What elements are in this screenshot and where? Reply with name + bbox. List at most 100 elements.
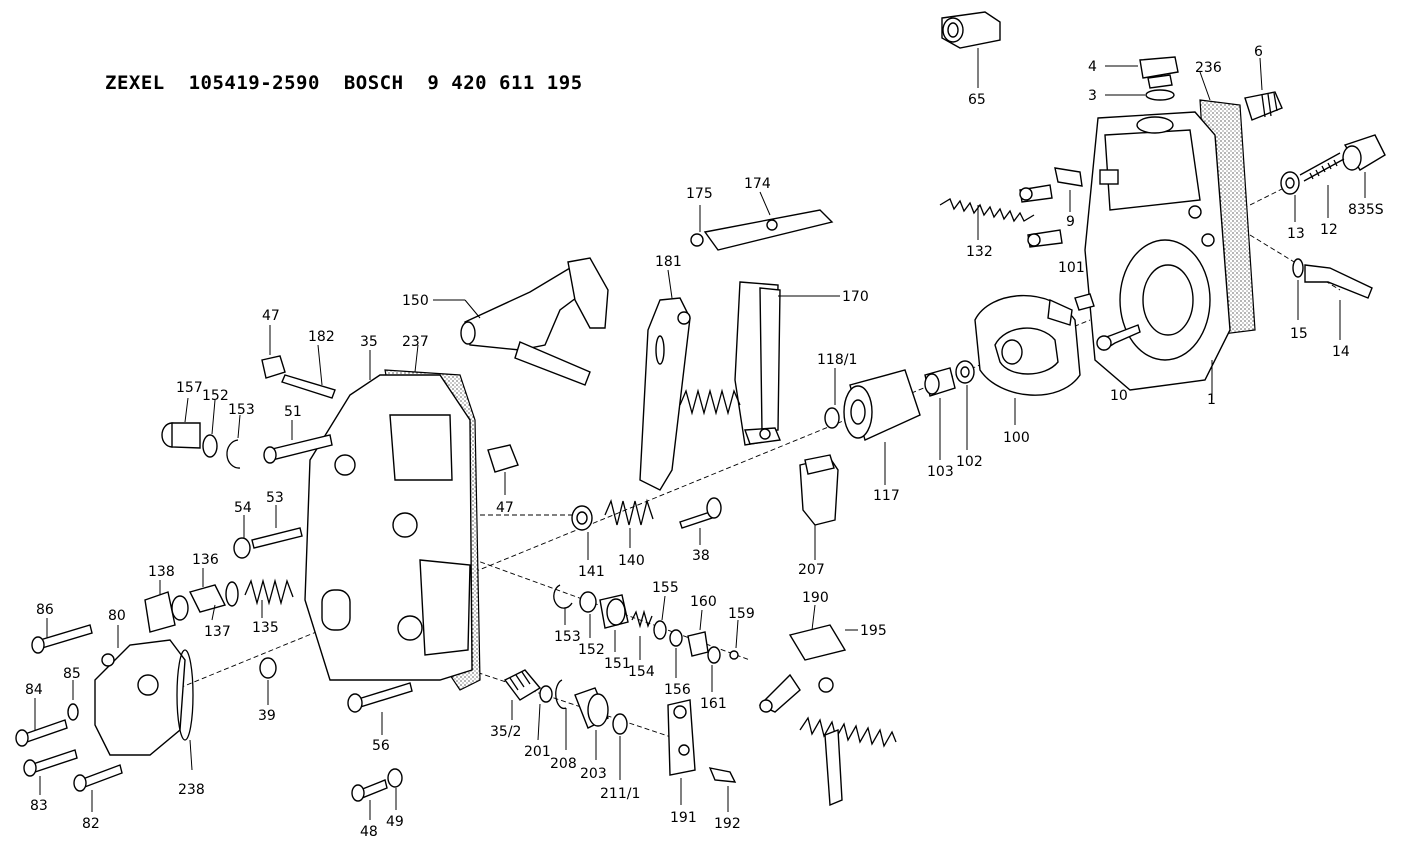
part-207-clevis — [799, 454, 839, 560]
callout-159: 159 — [728, 606, 755, 622]
callout-6: 6 — [1254, 44, 1263, 60]
callout-80: 80 — [108, 608, 126, 624]
maker-b: BOSCH — [343, 72, 404, 94]
callout-137: 137 — [204, 624, 231, 640]
part-link-spring — [679, 388, 781, 445]
part-238-oring — [176, 649, 194, 771]
part-153-clip-left — [226, 414, 241, 469]
part-208-ring — [555, 679, 567, 750]
part-15-washer — [1292, 258, 1304, 320]
callout-47-top: 47 — [262, 308, 280, 324]
part-170-lever-plate — [734, 281, 840, 446]
callout-35: 35 — [360, 334, 378, 350]
callout-208: 208 — [550, 756, 577, 772]
callout-83: 83 — [30, 798, 48, 814]
part-201-washer — [537, 685, 553, 741]
part-150-shaft — [433, 257, 609, 386]
part-117-sleeve — [843, 369, 921, 485]
part-102-washer — [955, 360, 975, 450]
callout-152-right: 152 — [578, 642, 605, 658]
maker-a: ZEXEL — [105, 72, 165, 94]
callout-65: 65 — [968, 92, 986, 108]
callout-85: 85 — [63, 666, 81, 682]
part-835s-cap — [1342, 134, 1386, 198]
callout-151: 151 — [604, 656, 631, 672]
callout-182: 182 — [308, 329, 335, 345]
callout-156: 156 — [664, 682, 691, 698]
callout-102: 102 — [956, 454, 983, 470]
callout-54: 54 — [234, 500, 252, 516]
callout-13: 13 — [1287, 226, 1305, 242]
part-100-flyweight-assembly — [974, 294, 1081, 425]
part-137-washer — [211, 581, 239, 621]
part-48-bolt — [351, 779, 388, 820]
callout-154: 154 — [628, 664, 655, 680]
callout-47-right: 47 — [496, 500, 514, 516]
part-138-cap — [144, 580, 189, 633]
callout-236: 236 — [1195, 60, 1222, 76]
part-54-nut — [233, 515, 251, 559]
part-181-lever — [639, 269, 691, 491]
part-155-washer — [653, 595, 667, 640]
part-182-pin — [281, 344, 336, 399]
callout-84: 84 — [25, 682, 43, 698]
callout-10: 10 — [1110, 388, 1128, 404]
callout-175: 175 — [686, 186, 713, 202]
part-56-bolt — [347, 682, 413, 735]
callout-103: 103 — [927, 464, 954, 480]
callout-157: 157 — [176, 380, 203, 396]
part-38-bolt — [679, 497, 722, 545]
callout-141: 141 — [578, 564, 605, 580]
part-175-washer — [690, 205, 704, 247]
callout-3: 3 — [1088, 88, 1097, 104]
callout-132: 132 — [966, 244, 993, 260]
part-211-1-washer — [612, 713, 628, 780]
callout-203: 203 — [580, 766, 607, 782]
callout-174: 174 — [744, 176, 771, 192]
callout-101: 101 — [1058, 260, 1085, 276]
part-80-cover — [94, 625, 186, 756]
part-65-nut — [941, 11, 1001, 88]
part-152-oring-left — [202, 399, 218, 458]
part-159-ball — [729, 619, 739, 660]
callout-15: 15 — [1290, 326, 1308, 342]
callout-136: 136 — [192, 552, 219, 568]
part-118-1-shim — [824, 368, 840, 429]
callout-9: 9 — [1066, 214, 1075, 230]
part-13-nut — [1280, 171, 1300, 222]
part-number-a: 105419-2590 — [188, 72, 320, 94]
part-47-plug-right — [487, 444, 519, 495]
callout-138: 138 — [148, 564, 175, 580]
callout-1: 1 — [1207, 392, 1216, 408]
part-49-washer — [387, 768, 403, 810]
part-151-cap — [599, 594, 629, 652]
part-35-housing — [304, 350, 473, 681]
part-140-spring — [604, 498, 654, 548]
callout-161: 161 — [700, 696, 727, 712]
part-number-b: 9 420 611 195 — [427, 72, 583, 94]
part-6-plug — [1244, 57, 1283, 121]
part-132-spring — [939, 198, 1035, 240]
part-53-stud — [251, 505, 303, 549]
part-190-bracket — [758, 604, 847, 713]
part-152-oring-right — [579, 591, 597, 638]
part-82-bolt — [73, 764, 123, 812]
callout-82: 82 — [82, 816, 100, 832]
part-141-washer — [571, 505, 593, 560]
callout-181: 181 — [655, 254, 682, 270]
callout-4: 4 — [1088, 59, 1097, 75]
callout-48: 48 — [360, 824, 378, 840]
part-9-bracket — [1019, 167, 1083, 248]
part-12-screw — [1299, 152, 1345, 218]
part-3-ring — [1105, 89, 1175, 101]
part-51-screw — [263, 420, 333, 464]
part-136-nut — [188, 568, 227, 613]
part-161-washer — [707, 646, 721, 692]
callout-195: 195 — [860, 623, 887, 639]
callout-160: 160 — [690, 594, 717, 610]
part-10-bolt — [1096, 324, 1141, 351]
callout-35-2: 35/2 — [490, 724, 521, 740]
part-154-spring — [631, 609, 653, 660]
part-160-piston — [687, 609, 709, 657]
